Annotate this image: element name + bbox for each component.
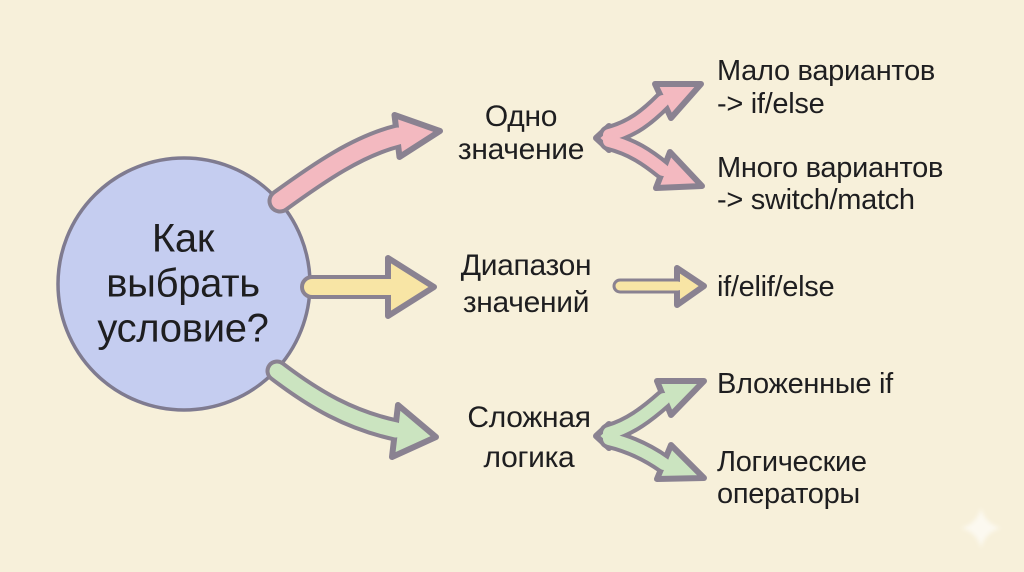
sparkle-watermark-icon	[961, 508, 1001, 548]
arrow-single-value	[267, 112, 443, 214]
leaf-label-nested-if: Вложенные if	[717, 368, 893, 400]
leaf-label-few-options: Мало вариантов -> if/else	[717, 55, 936, 120]
leaf-label-logical-operators: Логические операторы	[717, 446, 867, 510]
branch-label-single-value: Одно значение	[457, 100, 585, 166]
arrow-if-elif-else	[612, 265, 707, 308]
fork-single-value	[593, 81, 705, 191]
arrow-value-range	[300, 255, 437, 319]
leaf-label-if-elif-else: if/elif/else	[717, 271, 835, 303]
fork-complex-logic	[593, 378, 707, 482]
leaf-label-many-options: Много вариантов -> switch/match	[717, 152, 944, 216]
branch-label-value-range: Диапазон значений	[460, 249, 592, 319]
arrow-complex-logic	[265, 359, 439, 460]
branch-label-complex-logic: Сложная логика	[467, 401, 591, 474]
root-question: Как выбрать условие?	[97, 216, 269, 351]
